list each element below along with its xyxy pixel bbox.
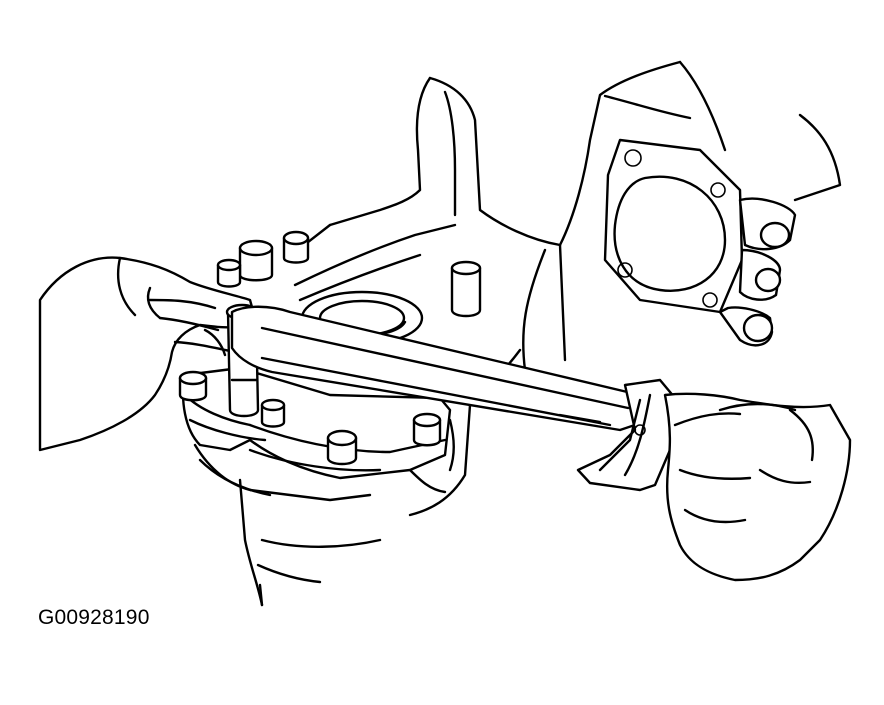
figure-id-label: G00928190 xyxy=(38,606,150,629)
right-hand xyxy=(663,392,852,582)
bolt-front-2 xyxy=(412,412,442,447)
bolt-top-1 xyxy=(238,239,274,282)
bolt-left xyxy=(178,370,208,402)
tool-hook xyxy=(576,378,677,492)
flange-plate xyxy=(603,138,797,347)
bolt-front-1 xyxy=(326,429,358,466)
bolt-top-2 xyxy=(282,230,310,264)
transmission-case xyxy=(238,60,842,607)
bolt-front-3 xyxy=(260,398,286,428)
bolt-top-3 xyxy=(216,258,242,288)
bolts xyxy=(178,230,442,466)
